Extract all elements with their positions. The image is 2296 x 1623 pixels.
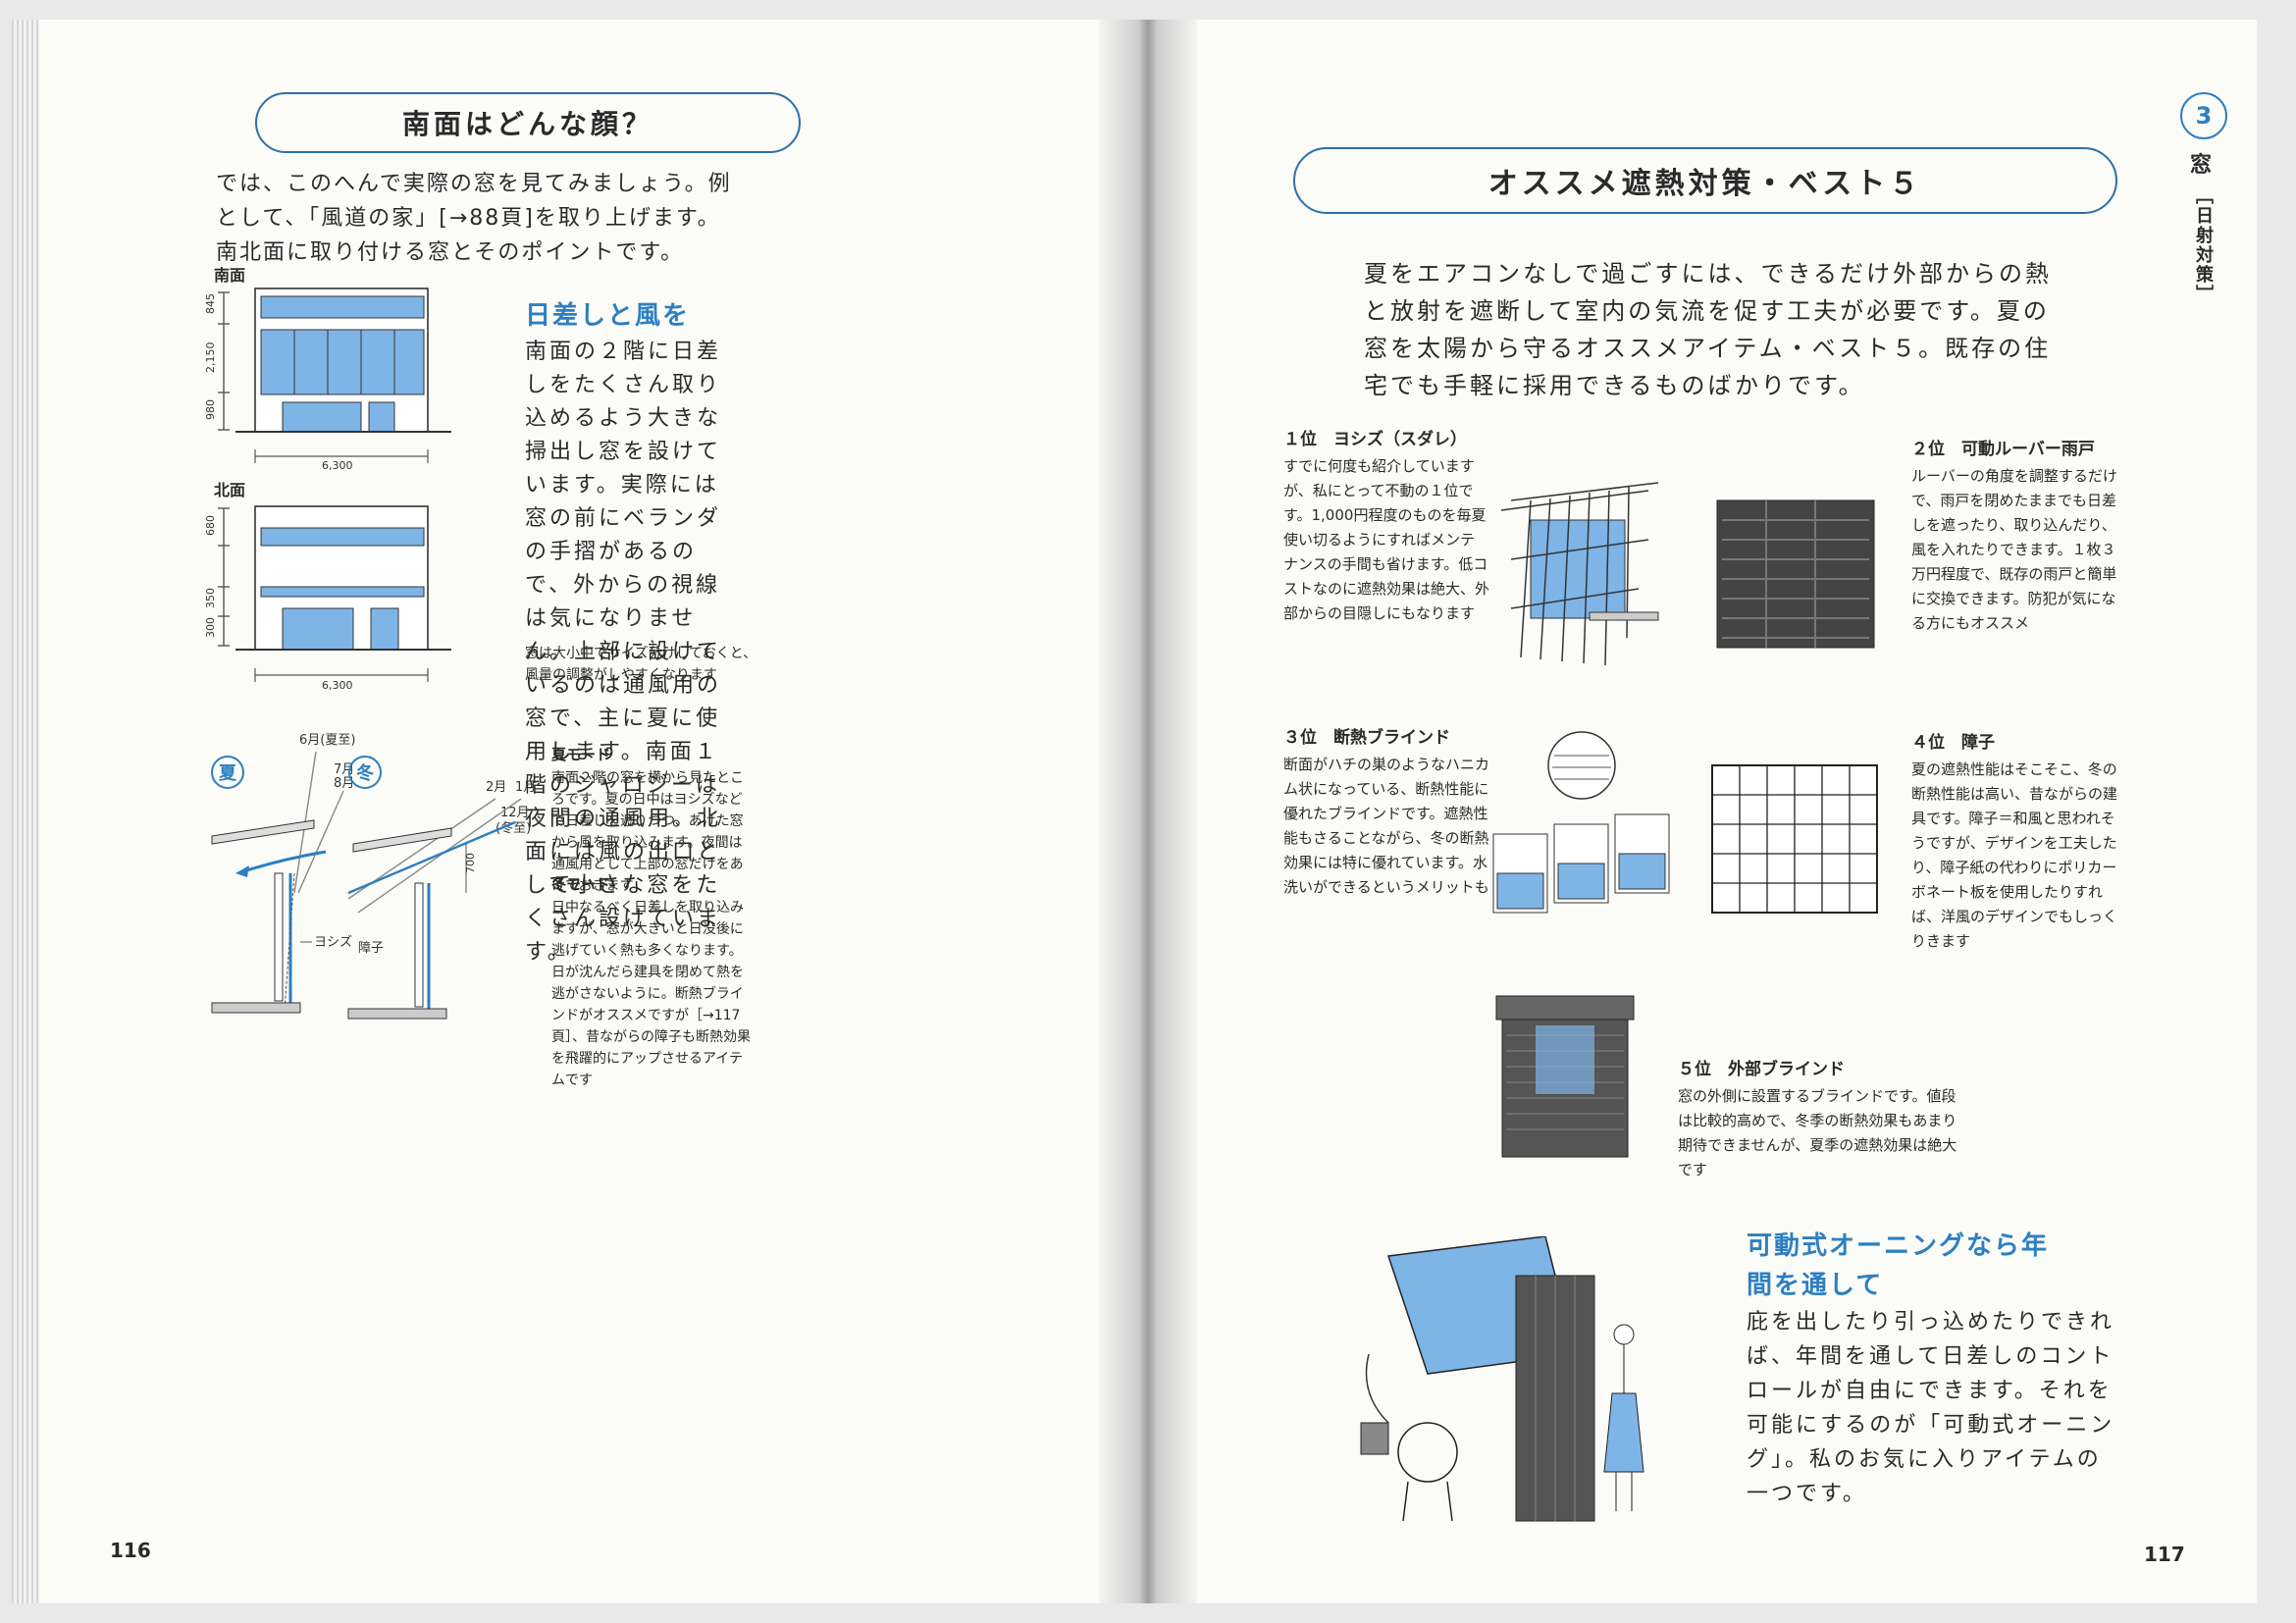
left-page-number: 116 [110, 1539, 151, 1562]
summer-month-june: 6月(夏至) [299, 733, 355, 748]
winter-month-jan: 1月 [515, 780, 535, 795]
chapter-subtitle: ［日射対策］ [2193, 186, 2214, 304]
summer-mode-body: 南面２階の窓を横から見たところです。夏の日中はヨシズなどで日差しを遮りつつ、あけ… [551, 770, 744, 894]
item-1-text: すでに何度も紹介していますが、私にとって不動の１位です。1,000円程度のものを… [1283, 457, 1490, 622]
item-1: １位 ヨシズ（スダレ） すでに何度も紹介していますが、私にとって不動の１位です。… [1283, 428, 1489, 626]
sun-body: 南面の２階に日差しをたくさん取り込めるよう大きな掃出し窓を設けています。実際には… [525, 340, 722, 965]
item-1-rank: １位 ヨシズ（スダレ） [1283, 430, 1467, 449]
item-2-rank: ２位 可動ルーバー雨戸 [1911, 440, 2095, 459]
north-dim-300: 300 [206, 617, 217, 638]
item-3: ３位 断熱ブラインド 断面がハチの巣のようなハニカム状になっている、断熱性能に優… [1283, 726, 1489, 900]
dim-700: 700 [464, 853, 477, 873]
shoji-label: 障子 [358, 941, 384, 956]
south-dim-980: 980 [206, 399, 217, 420]
south-dim-845: 845 [206, 293, 217, 314]
south-elevation-drawing: 845 2,150 980 6,300 [206, 288, 451, 471]
summer-badge: 夏 [211, 756, 244, 789]
north-label: 北面 [214, 481, 246, 499]
louver-shutter-illustration [1716, 499, 1875, 649]
north-dim-350: 350 [206, 588, 217, 608]
item-4-text: 夏の遮熱性能はそこそこ、冬の断熱性能は高い、昔ながらの建具です。障子＝和風と思わ… [1911, 760, 2118, 950]
summer-mode-title: 夏モード [551, 746, 611, 763]
north-dim-680: 680 [206, 515, 217, 536]
item-4-rank: ４位 障子 [1911, 733, 1995, 753]
right-intro: 夏をエアコンなしで過ごすには、できるだけ外部からの熱と放射を遮断して室内の気流を… [1364, 260, 2053, 399]
north-width-dim: 6,300 [322, 679, 353, 692]
item-4: ４位 障子 夏の遮熱性能はそこそこ、冬の断熱性能は高い、昔ながらの建具です。障子… [1911, 731, 2122, 954]
left-heading: 南面はどんな顔？ [255, 92, 801, 153]
south-label: 南面 [214, 266, 246, 285]
awning-body: 庇を出したり引っ込めたりできれば、年間を通して日差しのコントロールが自由にできま… [1747, 1310, 2115, 1506]
chapter-title: 窓 [2190, 153, 2213, 178]
south-dim-2150: 2,150 [206, 342, 217, 374]
page-edge [12, 20, 41, 1603]
summer-section-diagram: 6月(夏至) 7月 8月 ヨシズ [211, 733, 355, 1014]
item-5-text: 窓の外側に設置するブラインドです。値段は比較的高めで、冬季の断熱効果もあまり期待… [1678, 1087, 1957, 1178]
north-elevation-drawing: 680 350 300 6,300 [206, 505, 451, 692]
winter-badge: 冬 [348, 756, 382, 789]
book-spine [1099, 20, 1197, 1603]
sun-note: 窓は大小中でサイズ分けしておくと、風量の調整がしやすくなります [525, 646, 757, 683]
awning-illustration [1360, 1236, 1595, 1522]
left-page: 南面はどんな顔？ では、このへんで実際の窓を見てみましょう。例として、「風道の家… [39, 20, 1099, 1603]
winter-month-feb: 2月 [486, 780, 506, 795]
exterior-blind-illustration [1495, 995, 1635, 1158]
sun-heading: 日差しと風を [525, 301, 691, 331]
woman-illustration [1603, 1324, 1644, 1511]
item-3-text: 断面がハチの巣のようなハニカム状になっている、断熱性能に優れたブラインドです。遮… [1283, 756, 1490, 896]
honeycomb-blind-illustration [1492, 731, 1670, 914]
winter-mode-text: 冬モード 日中なるべく日差しを取り込みますが、窓が大きいと日没後に逃げていく熱も… [551, 873, 756, 1091]
winter-mode-body: 日中なるべく日差しを取り込みますが、窓が大きいと日没後に逃げていく熱も多くなりま… [551, 900, 751, 1088]
chapter-number-badge: 3 [2180, 92, 2227, 139]
winter-month-dec: 12月 [500, 806, 530, 820]
item-2: ２位 可動ルーバー雨戸 ルーバーの角度を調整するだけで、雨戸を閉めたままでも日差… [1911, 438, 2122, 636]
right-page-number: 117 [2144, 1543, 2185, 1566]
winter-mode-title: 冬モード [551, 875, 611, 893]
right-heading: オススメ遮熱対策・ベスト５ [1293, 147, 2117, 214]
shoji-illustration [1711, 764, 1878, 914]
yoshizu-label: ヨシズ [314, 934, 352, 950]
right-page: オススメ遮熱対策・ベスト５ 3 窓 ［日射対策］ 夏をエアコンなしで過ごすには、… [1197, 20, 2257, 1603]
winter-solstice: (冬至) [496, 820, 531, 836]
item-2-text: ルーバーの角度を調整するだけで、雨戸を閉めたままでも日差しを遮ったり、取り込んだ… [1911, 467, 2117, 632]
item-3-rank: ３位 断熱ブラインド [1283, 728, 1450, 748]
awning-heading: 可動式オーニングなら年間を通して [1747, 1231, 2050, 1300]
yoshizu-illustration [1500, 482, 1659, 666]
item-5: ５位 外部ブラインド 窓の外側に設置するブラインドです。値段は比較的高めで、冬季… [1678, 1058, 1957, 1182]
summer-mode-text: 夏モード 南面２階の窓を横から見たところです。夏の日中はヨシズなどで日差しを遮り… [551, 744, 756, 897]
winter-section-diagram: 2月 1月 12月 (冬至) 700 障子 [347, 780, 535, 1020]
item-5-rank: ５位 外部ブラインド [1678, 1060, 1845, 1079]
south-width-dim: 6,300 [322, 459, 353, 471]
left-intro: では、このへんで実際の窓を見てみましょう。例として、「風道の家」[→88頁]を取… [216, 172, 732, 265]
